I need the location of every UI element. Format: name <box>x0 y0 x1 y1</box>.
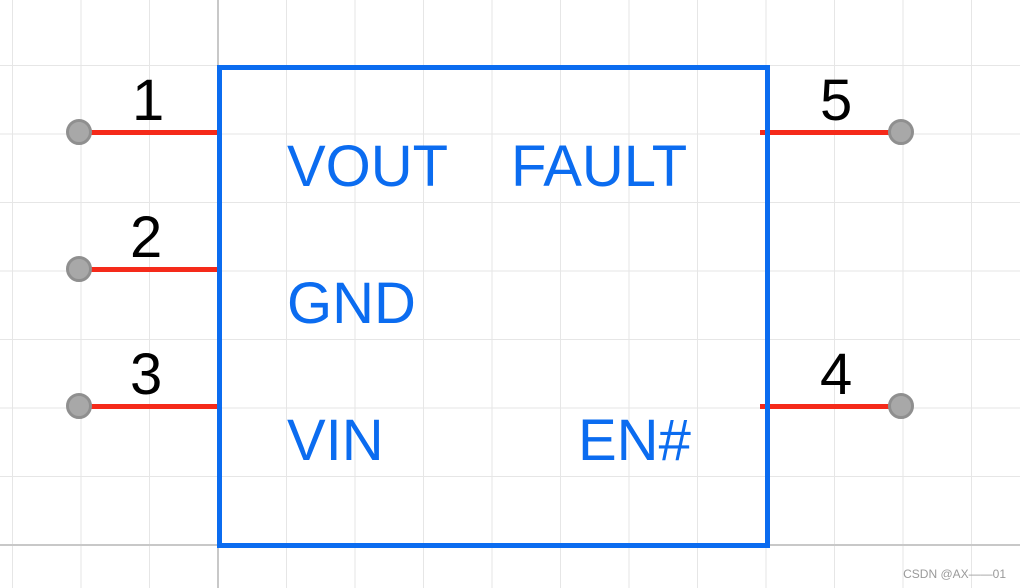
pin-3-number: 3 <box>130 342 163 407</box>
pin-2-number: 2 <box>130 205 163 270</box>
pin-5-name: FAULT <box>511 134 688 199</box>
pin-3-endpoint[interactable] <box>66 393 92 419</box>
pin-4-line <box>760 404 902 409</box>
pin-5-endpoint[interactable] <box>888 119 914 145</box>
pin-5-line <box>760 130 902 135</box>
pin-2-line <box>80 267 220 272</box>
pin-4-name: EN# <box>578 408 691 473</box>
pin-1-number: 1 <box>132 68 165 133</box>
pin-4-number: 4 <box>820 342 853 407</box>
watermark-text: CSDN @AX——01 <box>903 567 1006 581</box>
pin-5-number: 5 <box>820 68 853 133</box>
pin-1-name: VOUT <box>287 134 449 199</box>
component-body[interactable] <box>217 65 770 548</box>
pin-3-name: VIN <box>287 408 384 473</box>
pin-1-endpoint[interactable] <box>66 119 92 145</box>
pin-2-name: GND <box>287 271 416 336</box>
pin-3-line <box>80 404 220 409</box>
pin-2-endpoint[interactable] <box>66 256 92 282</box>
pin-4-endpoint[interactable] <box>888 393 914 419</box>
pin-1-line <box>80 130 220 135</box>
